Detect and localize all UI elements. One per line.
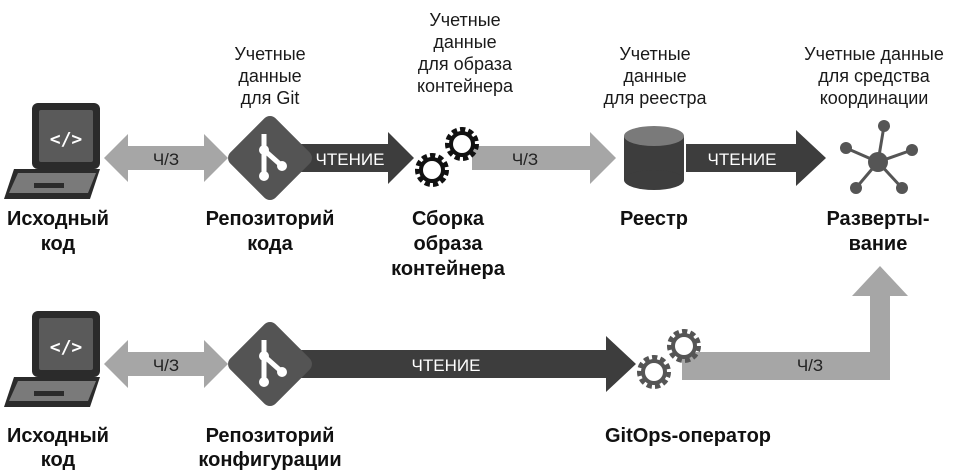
arrow-label: ЧТЕНИЕ — [708, 150, 777, 169]
svg-text:Реестр: Реестр — [620, 208, 688, 230]
arrow-repo-to-build: ЧТЕНИЕ — [292, 132, 414, 184]
label-image-build: Сборка образа контейнера — [391, 208, 506, 280]
laptop-code-icon: </> — [4, 311, 100, 407]
svg-text:Репозиторий: Репозиторий — [206, 425, 335, 447]
arrow-operator-to-deploy: Ч/З — [682, 266, 908, 380]
arrow-label: Ч/З — [797, 356, 823, 375]
svg-text:контейнера: контейнера — [417, 76, 514, 96]
label-source-code-bottom: Исходный код — [7, 425, 109, 471]
credentials-registry-caption: Учетные данные для реестра — [603, 44, 707, 108]
svg-text:Учетные: Учетные — [234, 44, 305, 64]
arrow-label: Ч/З — [153, 150, 179, 169]
svg-text:Разверты-: Разверты- — [826, 208, 929, 230]
svg-text:</>: </> — [50, 129, 83, 150]
svg-text:для средства: для средства — [818, 66, 930, 86]
gears-icon — [637, 329, 701, 389]
svg-text:для образа: для образа — [418, 54, 513, 74]
svg-text:Учетные: Учетные — [619, 44, 690, 64]
database-icon — [624, 126, 684, 190]
arrow-registry-to-deploy: ЧТЕНИЕ — [686, 130, 826, 186]
svg-text:GitOps-оператор: GitOps-оператор — [605, 425, 771, 447]
svg-text:образа: образа — [414, 233, 484, 255]
arrow-source-to-config: Ч/З — [104, 340, 228, 388]
label-code-repo: Репозиторий кода — [206, 208, 335, 255]
svg-text:Исходный: Исходный — [7, 208, 109, 230]
arrow-source-to-repo: Ч/З — [104, 134, 228, 182]
svg-text:кода: кода — [247, 233, 293, 255]
git-icon — [228, 322, 312, 406]
label-source-code-top: Исходный код — [7, 208, 109, 255]
gears-icon — [415, 127, 479, 187]
arrow-label: Ч/З — [153, 356, 179, 375]
credentials-git-caption: Учетные данные для Git — [234, 44, 305, 108]
arrow-label: ЧТЕНИЕ — [412, 356, 481, 375]
svg-text:код: код — [41, 449, 76, 471]
arrow-build-to-registry: Ч/З — [472, 132, 616, 184]
svg-text:</>: </> — [50, 337, 83, 358]
git-icon — [228, 116, 312, 200]
svg-text:конфигурации: конфигурации — [198, 449, 341, 471]
label-deploy: Разверты- вание — [826, 208, 929, 255]
svg-text:данные: данные — [433, 32, 496, 52]
svg-text:Учетные: Учетные — [429, 10, 500, 30]
label-gitops-operator: GitOps-оператор — [605, 425, 771, 447]
laptop-code-icon: </> — [4, 103, 100, 199]
svg-text:вание: вание — [849, 233, 908, 255]
svg-text:код: код — [41, 233, 76, 255]
label-registry: Реестр — [620, 208, 688, 230]
credentials-image-caption: Учетные данные для образа контейнера — [417, 10, 514, 96]
label-config-repo: Репозиторий конфигурации — [198, 425, 341, 471]
arrow-config-to-operator: ЧТЕНИЕ — [290, 336, 636, 392]
svg-text:контейнера: контейнера — [391, 258, 506, 280]
network-hub-icon — [840, 120, 918, 194]
credentials-orchestrator-caption: Учетные данные для средства координации — [804, 44, 944, 108]
svg-text:Учетные данные: Учетные данные — [804, 44, 944, 64]
svg-text:координации: координации — [820, 88, 929, 108]
svg-text:данные: данные — [623, 66, 686, 86]
svg-text:для Git: для Git — [241, 88, 300, 108]
arrow-label: ЧТЕНИЕ — [316, 150, 385, 169]
arrow-label: Ч/З — [512, 150, 538, 169]
svg-text:Сборка: Сборка — [412, 208, 485, 230]
svg-text:Исходный: Исходный — [7, 425, 109, 447]
svg-text:для реестра: для реестра — [603, 88, 707, 108]
svg-text:данные: данные — [238, 66, 301, 86]
svg-text:Репозиторий: Репозиторий — [206, 208, 335, 230]
